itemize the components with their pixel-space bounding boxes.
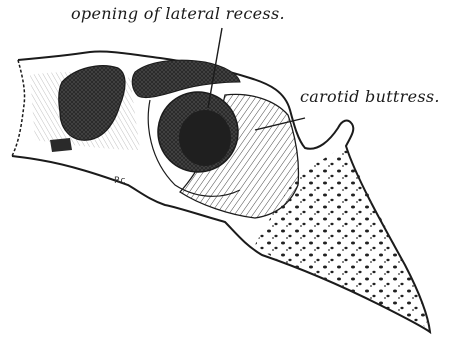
carotid-buttress-label: carotid buttress. — [300, 87, 440, 106]
lateral-recess-inner — [179, 110, 231, 166]
lateral-recess-label: opening of lateral recess. — [71, 4, 285, 23]
left-cavity-notch — [50, 138, 72, 152]
broken-edge — [12, 60, 25, 156]
artist-initials: Rc — [114, 176, 126, 186]
upper-dark-region — [132, 60, 240, 97]
